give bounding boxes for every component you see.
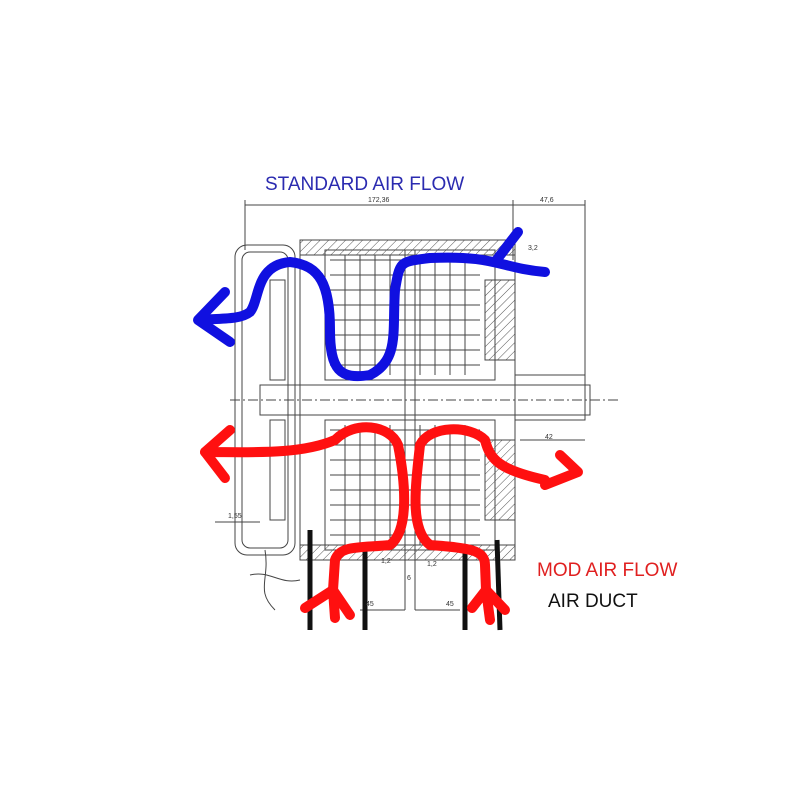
dim-gap-right: 1,2	[427, 561, 437, 568]
dim-overall-length: 172,36	[368, 197, 390, 204]
dim-gap-top: 3,2	[528, 245, 538, 252]
standard-air-flow-label: STANDARD AIR FLOW	[265, 174, 465, 195]
dim-shaft: 42	[545, 434, 553, 441]
dim-gap-left: 1,2	[381, 558, 391, 565]
dim-left-span: 45	[366, 601, 374, 608]
mod-air-flow-path	[200, 422, 583, 625]
dim-center-gap: 6	[407, 575, 411, 582]
dim-left: 1,55	[228, 513, 242, 520]
dim-right-span: 45	[446, 601, 454, 608]
air-duct-lines	[307, 530, 503, 631]
air-duct-label: AIR DUCT	[548, 591, 638, 612]
dim-shaft-length: 47,6	[540, 197, 554, 204]
mod-air-flow-label: MOD AIR FLOW	[537, 560, 678, 581]
standard-air-flow-path	[193, 227, 550, 382]
